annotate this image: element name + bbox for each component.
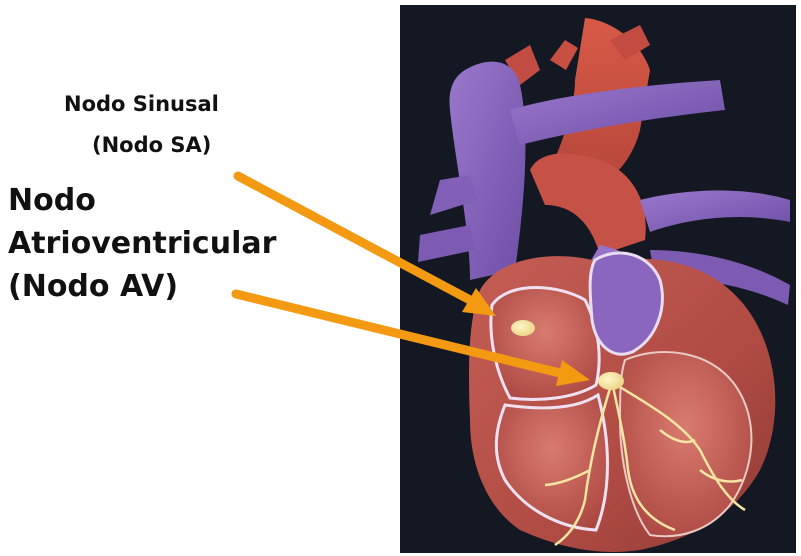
sa-node — [511, 320, 535, 336]
av-node — [598, 372, 624, 390]
right-atrium — [491, 288, 599, 400]
